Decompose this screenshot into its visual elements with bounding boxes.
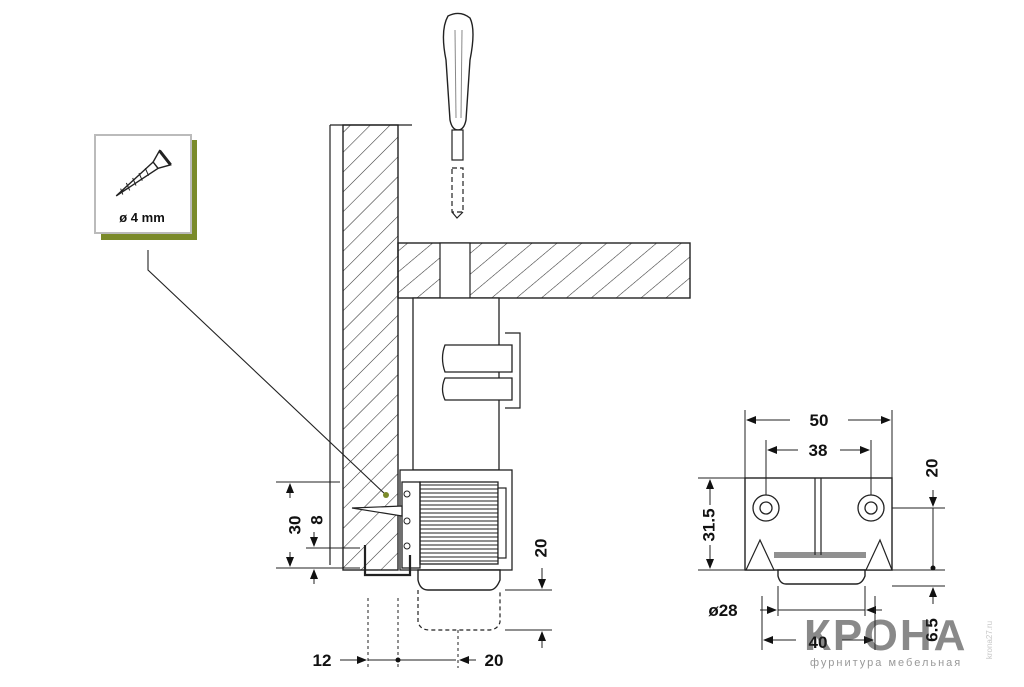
side-view: 30 8 20 12 20 <box>276 12 691 670</box>
dim-side-20-bottom: 20 <box>485 651 504 670</box>
screw-info-box: ø 4 mm <box>94 134 197 240</box>
screw-size-label: ø 4 mm <box>119 210 165 225</box>
side-panel <box>342 124 399 571</box>
dim-side-20-vertical: 20 <box>531 539 550 558</box>
dim-front-38: 38 <box>809 441 828 460</box>
shelf-bore <box>439 242 471 299</box>
foot <box>417 569 501 591</box>
screw-box-frame <box>94 134 192 234</box>
watermark-logo: КРОНА <box>804 611 967 660</box>
dim-front-50: 50 <box>810 411 829 430</box>
dim-side-8: 8 <box>307 515 326 524</box>
fixing-screw <box>351 505 403 517</box>
watermark-slogan: фурнитура мебельная <box>810 657 962 669</box>
screw-icon <box>115 149 172 197</box>
dim-side-12: 12 <box>313 651 332 670</box>
dim-front-40: 40 <box>809 633 828 652</box>
foot-extended <box>417 590 501 631</box>
dim-front-diameter: ø28 <box>708 601 737 620</box>
dim-side-30: 30 <box>285 516 304 535</box>
leader-line <box>147 250 387 496</box>
watermark-site: krona27.ru <box>985 621 994 659</box>
dim-front-6-5: 6.5 <box>922 618 941 642</box>
screwdriver-icon <box>442 12 474 219</box>
threaded-spindle <box>419 481 499 565</box>
watermark: КРОНА фурнитура мебельная krona27.ru <box>804 611 994 669</box>
front-view: 50 38 31.5 20 6.5 ø28 <box>698 410 945 652</box>
dim-front-31-5: 31.5 <box>699 508 718 541</box>
dim-front-20: 20 <box>922 459 941 478</box>
